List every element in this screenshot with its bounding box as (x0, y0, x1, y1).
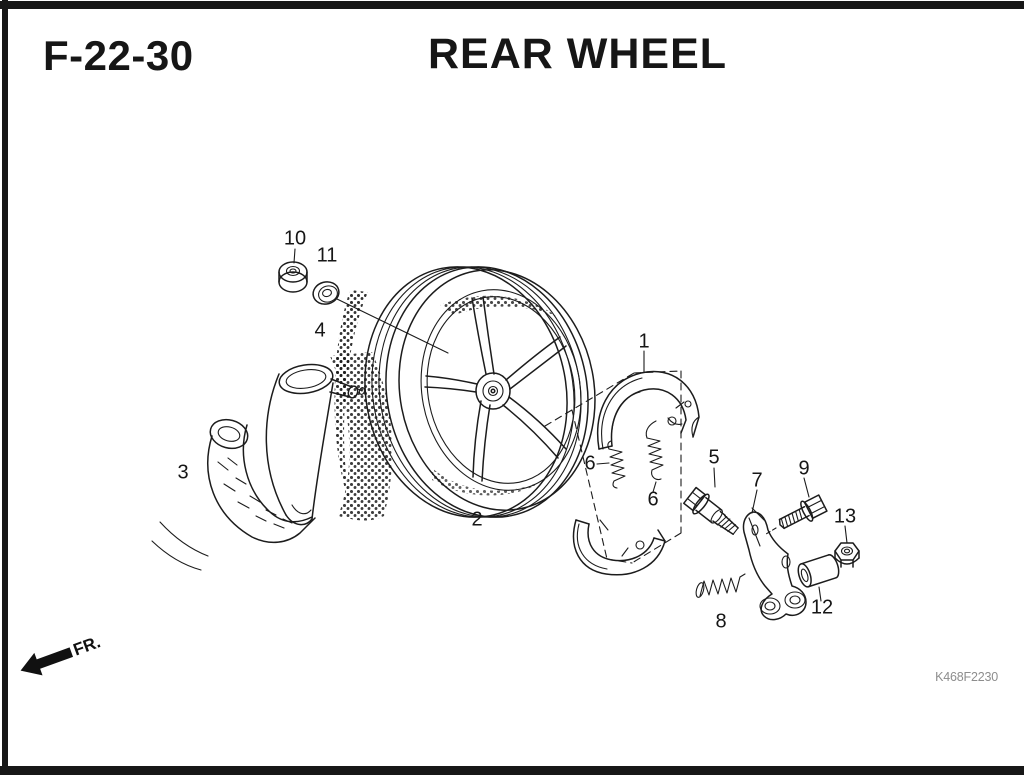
figure-code: K468F2230 (935, 670, 998, 684)
part-number-label: 10 (284, 227, 306, 249)
fr-direction-label: FR. (71, 632, 103, 659)
wheel-illustration (364, 266, 596, 518)
part-number-label: 2 (471, 508, 482, 530)
adjuster-bolt-illustration (778, 494, 828, 530)
part-number-label: 3 (177, 461, 188, 483)
page-border-left (2, 0, 8, 775)
part-number-label: 8 (715, 610, 726, 632)
part-number-label: 6 (584, 452, 595, 474)
part-number-label: 6 (647, 488, 658, 510)
part-number-label: 4 (314, 319, 325, 341)
part-number-label: 12 (811, 596, 833, 618)
part-number-label: 9 (798, 457, 809, 479)
bolt-alignment-dash (765, 527, 777, 535)
inner-tube-illustration (265, 363, 366, 526)
stipple-shading (330, 290, 556, 521)
collar-illustration (797, 554, 840, 588)
brake-springs-illustration (607, 420, 664, 489)
axle-nut-illustration (278, 261, 308, 293)
fr-arrow-icon (20, 647, 74, 676)
part-number-label: 5 (708, 446, 719, 468)
page-border-top (0, 1, 1024, 9)
fr-direction-indicator: FR. (20, 632, 103, 676)
leader-lines (293, 248, 848, 602)
brake-arm-illustration (742, 507, 807, 621)
part-number-label: 7 (751, 469, 762, 491)
page-code: F-22-30 (43, 32, 194, 79)
brake-cam-illustration (683, 486, 739, 536)
part-number-label: 1 (638, 330, 649, 352)
page-border-bottom (0, 766, 1024, 775)
page-title: REAR WHEEL (428, 30, 728, 78)
washer-illustration (312, 281, 340, 305)
brake-shoes-illustration (572, 370, 700, 576)
part-number-label: 11 (317, 244, 338, 266)
tire-segment-illustration (151, 418, 316, 571)
part-number-label: 13 (834, 505, 856, 527)
adjusting-nut-illustration (834, 542, 860, 568)
adjuster-spring-illustration (695, 573, 746, 598)
